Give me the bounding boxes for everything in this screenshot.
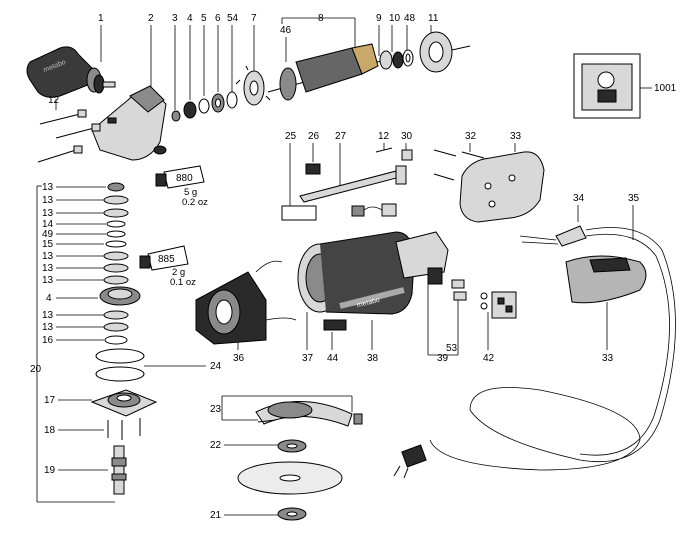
callout-34: 34 — [573, 193, 585, 204]
grease-880-oz: 0.2 oz — [182, 197, 208, 208]
callout-5: 5 — [201, 13, 207, 24]
callout-20: 20 — [30, 364, 42, 375]
power-cord — [393, 225, 676, 479]
callout-12-mid: 12 — [378, 131, 390, 142]
top-leaders — [100, 17, 432, 110]
callout-26: 26 — [308, 131, 320, 142]
grease-tube-880: 880 5 g 0.2 oz — [155, 165, 208, 208]
label-card — [281, 205, 317, 221]
callout-53: 53 — [446, 343, 458, 354]
callout-4: 4 — [187, 13, 193, 24]
small-rings-row — [171, 91, 238, 122]
callout-39: 39 — [437, 353, 449, 364]
callout-44: 44 — [327, 353, 339, 364]
cover-screws — [433, 149, 485, 181]
left-callouts: 12 13 13 13 14 49 15 13 13 13 4 13 13 16… — [30, 95, 60, 476]
callout-32: 32 — [465, 131, 477, 142]
motor-housing: metabo — [297, 231, 415, 315]
callout-38: 38 — [367, 353, 379, 364]
callout-1: 1 — [98, 13, 104, 24]
callout-21: 21 — [210, 510, 222, 521]
support-flange — [277, 439, 307, 453]
callout-46: 46 — [280, 25, 292, 36]
grease-885-oz: 0.1 oz — [170, 277, 196, 288]
mid-leaders — [221, 143, 634, 516]
callout-15: 15 — [42, 239, 54, 250]
callout-22: 22 — [210, 440, 222, 451]
left-leaders — [36, 99, 115, 503]
callout-37: 37 — [302, 353, 314, 364]
grease-880-code: 880 — [176, 173, 193, 184]
callout-48: 48 — [404, 13, 416, 24]
inset-box-1001: 1001 — [573, 53, 677, 119]
handle-cover — [565, 255, 647, 304]
callout-12: 12 — [48, 95, 60, 106]
dust-flap — [323, 319, 347, 331]
stator — [195, 260, 297, 345]
grinding-disc — [237, 461, 343, 495]
mid-small-parts — [375, 147, 413, 161]
callout-13-g: 13 — [42, 310, 54, 321]
spindle-flange — [90, 389, 158, 417]
grease-885-code: 885 — [158, 254, 175, 265]
callout-13-d: 13 — [42, 251, 54, 262]
switch-block — [395, 231, 449, 285]
callout-13-f: 13 — [42, 275, 54, 286]
brush-holder — [351, 203, 397, 217]
callout-49: 49 — [42, 229, 54, 240]
callout-17: 17 — [44, 395, 56, 406]
top-callouts: 1 2 3 4 5 6 54 7 8 46 9 10 48 11 — [98, 13, 439, 36]
callout-42: 42 — [483, 353, 495, 364]
armature — [267, 43, 393, 101]
rear-rings — [392, 31, 471, 73]
callout-16: 16 — [42, 335, 54, 346]
spindle — [111, 445, 127, 495]
callout-36: 36 — [233, 353, 245, 364]
flange-screws — [107, 418, 141, 440]
callout-14: 14 — [42, 219, 54, 230]
side-handle: metabo — [26, 46, 116, 98]
washer-stack: 24 — [95, 182, 222, 382]
clamp-nut — [277, 507, 307, 521]
mid-callouts: 25 26 27 12 30 32 33 34 35 36 37 44 38 3… — [210, 131, 640, 521]
switch-rod — [299, 163, 407, 203]
callout-35: 35 — [628, 193, 640, 204]
grease-880-qty: 5 g — [184, 187, 197, 198]
callout-24: 24 — [210, 361, 222, 372]
left-screws — [37, 109, 101, 163]
callout-13-e: 13 — [42, 263, 54, 274]
grease-tube-885: 885 2 g 0.1 oz — [139, 245, 196, 288]
callout-33-top: 33 — [510, 131, 522, 142]
callout-3: 3 — [172, 13, 178, 24]
callout-13-b: 13 — [42, 195, 54, 206]
callout-4-left: 4 — [46, 293, 52, 304]
callout-54: 54 — [227, 13, 239, 24]
callout-11: 11 — [428, 13, 439, 24]
grease-885-qty: 2 g — [172, 267, 185, 278]
callout-23: 23 — [210, 404, 222, 415]
callout-18: 18 — [44, 425, 56, 436]
callout-19: 19 — [44, 465, 56, 476]
callout-6: 6 — [215, 13, 221, 24]
clip-parts — [451, 279, 467, 301]
callout-13-h: 13 — [42, 322, 54, 333]
callout-1001: 1001 — [654, 83, 677, 94]
callout-2: 2 — [148, 13, 154, 24]
callout-10: 10 — [389, 13, 401, 24]
callout-7: 7 — [251, 13, 257, 24]
callout-13-c: 13 — [42, 208, 54, 219]
wheel-guard — [255, 401, 363, 427]
bearing-plate — [235, 65, 271, 106]
callout-25: 25 — [285, 131, 297, 142]
callout-30: 30 — [401, 131, 413, 142]
callout-13-a: 13 — [42, 182, 54, 193]
gear-housing — [91, 85, 167, 161]
callout-8: 8 — [318, 13, 324, 24]
callout-27: 27 — [335, 131, 347, 142]
rear-cover — [459, 151, 545, 223]
callout-9: 9 — [376, 13, 382, 24]
terminal-block — [480, 291, 517, 319]
callout-33-bottom: 33 — [602, 353, 614, 364]
